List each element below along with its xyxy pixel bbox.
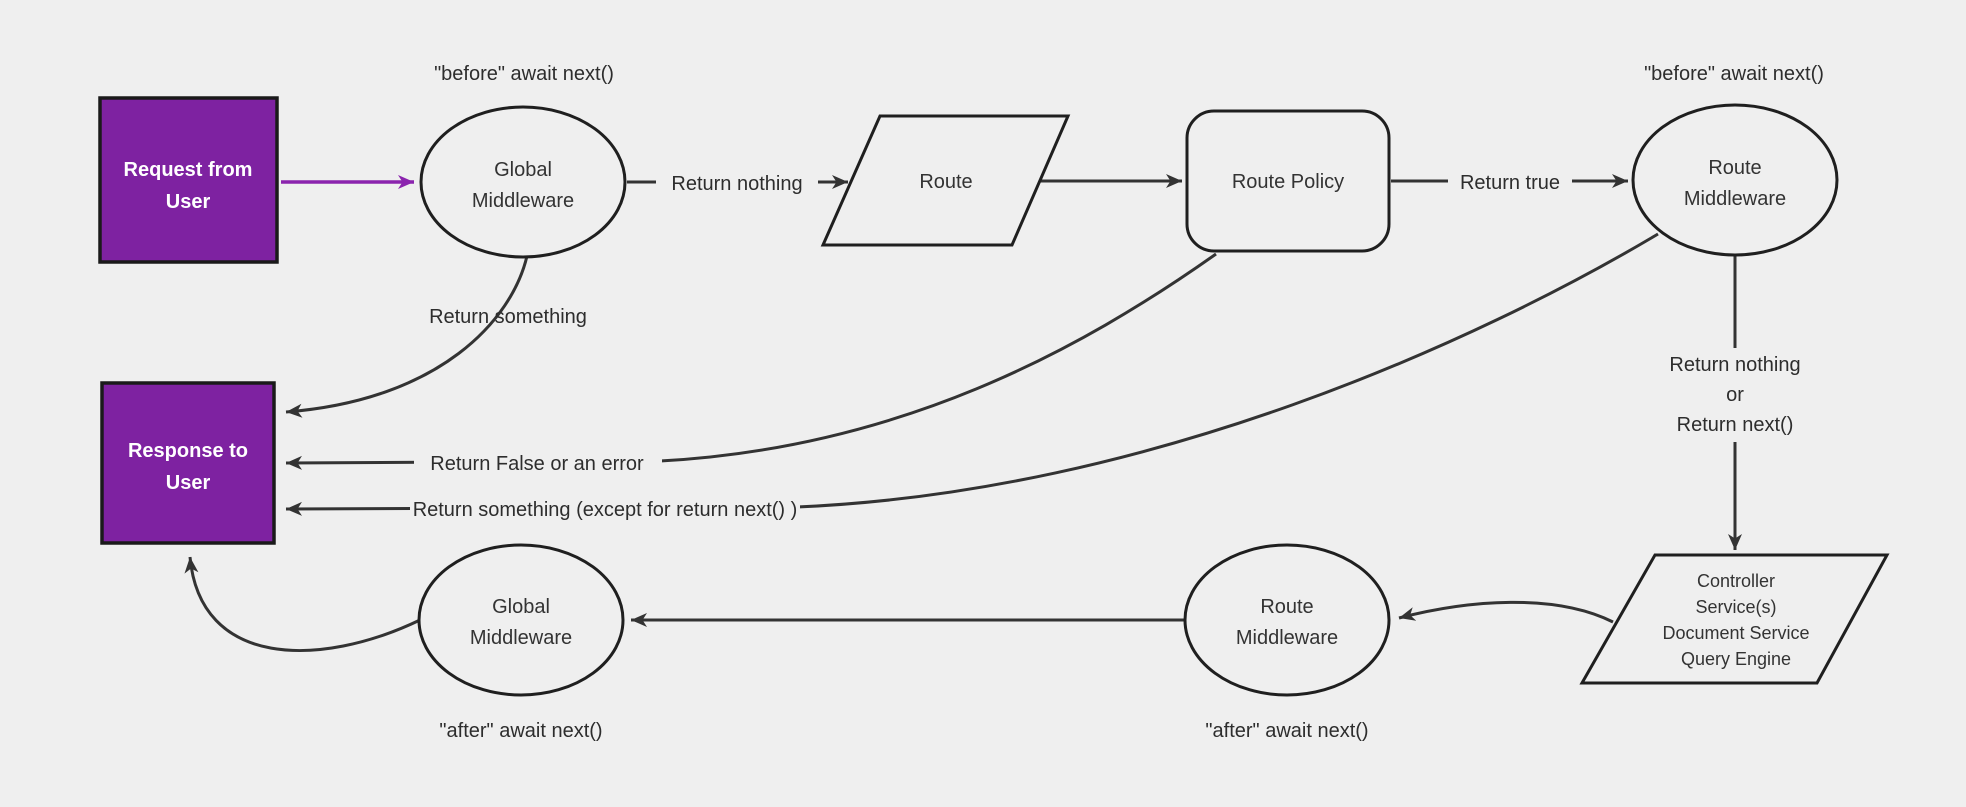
annotation-after-await-next-right: "after" await next() xyxy=(1205,720,1368,742)
node-route-label: Route xyxy=(919,171,972,193)
node-response-to-user xyxy=(100,381,276,545)
label-mask xyxy=(656,166,818,198)
edge-return-something-to-response xyxy=(285,255,529,418)
edge-global-middleware-after-to-response xyxy=(184,556,421,652)
node-response-to-user-label: Response to xyxy=(128,440,248,462)
node-request-from-user xyxy=(98,96,279,264)
node-route-middleware-before xyxy=(1631,103,1839,257)
edge-label-return-nothing-or-next: Return nothing xyxy=(1669,354,1800,376)
edge-return-something-except-to-response xyxy=(285,232,1659,516)
edge-label-return-something-except: Return something (except for return next… xyxy=(413,499,798,521)
node-route-middleware-before-label: Middleware xyxy=(1684,188,1786,210)
node-controller-services-label: Controller xyxy=(1697,571,1775,591)
node-global-middleware-before-label: Global xyxy=(494,159,552,181)
annotation-before-await-next-right: "before" await next() xyxy=(1644,63,1824,85)
edge-label-return-nothing-or-next: or xyxy=(1726,384,1744,406)
node-route-policy xyxy=(1185,109,1391,253)
edge-controller-to-route-middleware-after xyxy=(1398,600,1614,624)
annotation-before-await-next-left: "before" await next() xyxy=(434,63,614,85)
node-request-from-user-label: User xyxy=(166,191,211,213)
edge-label-return-something: Return something xyxy=(429,306,587,328)
node-route-middleware-after xyxy=(1183,543,1391,697)
edge-return-false-to-response xyxy=(285,252,1217,470)
node-route-middleware-before-label: Route xyxy=(1708,157,1761,179)
node-global-middleware-after-label: Global xyxy=(492,596,550,618)
node-route xyxy=(820,114,1071,247)
node-controller-services-label: Service(s) xyxy=(1695,597,1776,617)
edge-label-return-false-or-error: Return False or an error xyxy=(430,453,644,475)
label-mask xyxy=(1448,165,1572,197)
node-route-policy-label: Route Policy xyxy=(1232,171,1344,193)
node-response-to-user-label: User xyxy=(166,472,211,494)
node-controller-services-label: Query Engine xyxy=(1681,649,1791,669)
edge-label-return-nothing: Return nothing xyxy=(671,173,802,195)
node-controller-services-label: Document Service xyxy=(1662,623,1809,643)
node-route-middleware-after-label: Middleware xyxy=(1236,627,1338,649)
node-global-middleware-after xyxy=(417,543,625,697)
node-global-middleware-after-label: Middleware xyxy=(470,627,572,649)
node-route-middleware-after-label: Route xyxy=(1260,596,1313,618)
node-global-middleware-before-label: Middleware xyxy=(472,190,574,212)
edge-label-return-true: Return true xyxy=(1460,172,1560,194)
label-mask xyxy=(1648,348,1822,442)
annotation-after-await-next-left: "after" await next() xyxy=(439,720,602,742)
label-mask xyxy=(414,446,662,478)
node-controller-services xyxy=(1579,553,1890,685)
node-request-from-user-label: Request from xyxy=(124,159,253,181)
label-mask xyxy=(410,492,800,524)
node-global-middleware-before xyxy=(419,105,627,259)
edge-label-return-nothing-or-next: Return next() xyxy=(1677,414,1794,436)
